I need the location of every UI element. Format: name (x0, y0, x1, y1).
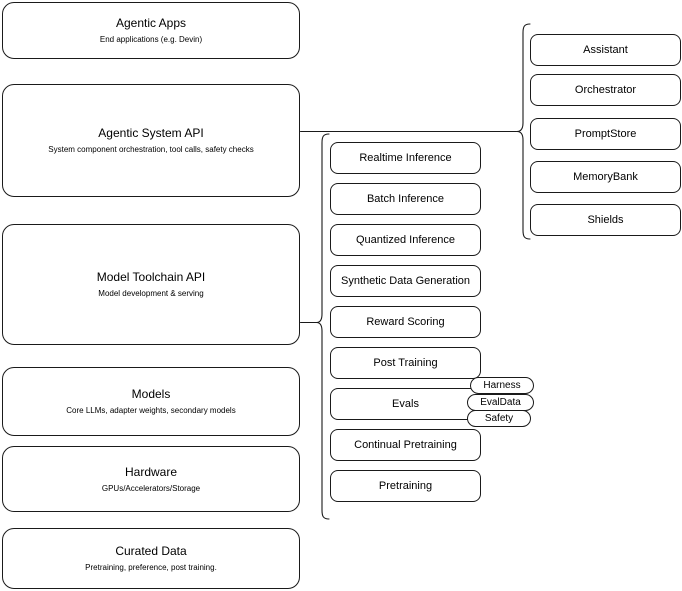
stack-layer-hardware[interactable]: Hardware GPUs/Accelerators/Storage (2, 446, 300, 512)
toolchain-item-label: Batch Inference (366, 193, 445, 205)
stack-layer-title: Hardware (124, 464, 178, 479)
toolchain-item-label: Evals (392, 398, 419, 410)
stack-layer-subtitle: Pretraining, preference, post training. (85, 563, 217, 572)
toolchain-item-label: Synthetic Data Generation (340, 275, 471, 287)
evals-tag-label: EvalData (480, 396, 521, 408)
toolchain-item-post-training[interactable]: Post Training (330, 347, 481, 379)
evals-tag-harness[interactable]: Harness (470, 377, 534, 394)
toolchain-item-reward-scoring[interactable]: Reward Scoring (330, 306, 481, 338)
toolchain-item-realtime-inference[interactable]: Realtime Inference (330, 142, 481, 174)
stack-layer-subtitle: GPUs/Accelerators/Storage (101, 483, 201, 493)
evals-tag-evaldata[interactable]: EvalData (467, 394, 534, 411)
system-item-shields[interactable]: Shields (530, 204, 681, 236)
stack-layer-title: Model Toolchain API (96, 270, 206, 284)
stack-layer-model-toolchain-api[interactable]: Model Toolchain API Model development & … (2, 224, 300, 345)
toolchain-item-evals[interactable]: Evals (330, 388, 481, 420)
stack-layer-subtitle: System component orchestration, tool cal… (48, 145, 254, 154)
toolchain-item-label: Pretraining (378, 480, 433, 492)
system-item-orchestrator[interactable]: Orchestrator (530, 74, 681, 106)
system-item-label: Orchestrator (574, 84, 637, 96)
stack-layer-subtitle: End applications (e.g. Devin) (99, 35, 203, 44)
toolchain-item-label: Quantized Inference (355, 234, 456, 246)
stack-layer-title: Agentic Apps (115, 16, 187, 30)
stack-layer-curated-data[interactable]: Curated Data Pretraining, preference, po… (2, 528, 300, 589)
stack-layer-agentic-system-api[interactable]: Agentic System API System component orch… (2, 84, 300, 197)
system-item-memorybank[interactable]: MemoryBank (530, 161, 681, 193)
system-item-label: MemoryBank (573, 171, 638, 183)
stack-layer-agentic-apps[interactable]: Agentic Apps End applications (e.g. Devi… (2, 2, 300, 59)
stack-layer-models[interactable]: Models Core LLMs, adapter weights, secon… (2, 367, 300, 436)
system-item-assistant[interactable]: Assistant (530, 34, 681, 66)
stack-layer-title: Curated Data (115, 544, 187, 558)
toolchain-item-batch-inference[interactable]: Batch Inference (330, 183, 481, 215)
stack-layer-title: Models (131, 387, 171, 401)
system-item-label: PromptStore (574, 128, 637, 140)
system-item-promptstore[interactable]: PromptStore (530, 118, 681, 150)
evals-tag-label: Safety (484, 412, 514, 424)
evals-tag-safety[interactable]: Safety (467, 410, 531, 427)
system-item-label: Assistant (583, 44, 628, 56)
stack-layer-subtitle: Core LLMs, adapter weights, secondary mo… (66, 406, 236, 415)
stack-layer-title: Agentic System API (98, 126, 204, 140)
stack-layer-subtitle: Model development & serving (98, 289, 204, 298)
toolchain-item-label: Realtime Inference (359, 152, 452, 164)
toolchain-item-continual-pretraining[interactable]: Continual Pretraining (330, 429, 481, 461)
toolchain-item-label: Reward Scoring (366, 316, 445, 328)
evals-tag-label: Harness (483, 379, 521, 391)
system-item-label: Shields (587, 214, 624, 226)
toolchain-item-pretraining[interactable]: Pretraining (330, 470, 481, 502)
toolchain-item-quantized-inference[interactable]: Quantized Inference (330, 224, 481, 256)
toolchain-item-label: Post Training (373, 357, 438, 369)
toolchain-item-label: Continual Pretraining (354, 439, 457, 451)
toolchain-item-synthetic-data-generation[interactable]: Synthetic Data Generation (330, 265, 481, 297)
